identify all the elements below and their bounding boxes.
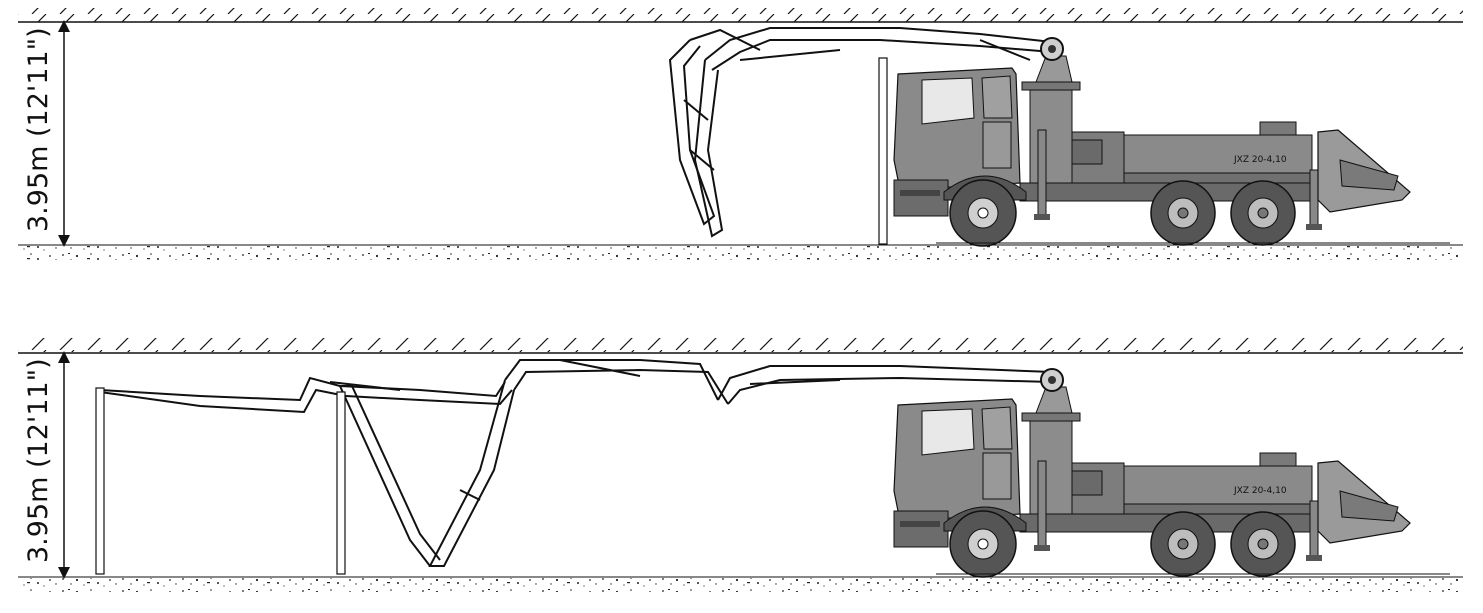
boom-folded [668, 27, 1053, 238]
truck-model-label: JXZ 20-4,10 [1233, 486, 1287, 496]
outrigger-posts [95, 387, 346, 575]
truck-model-label: JXZ 20-4,10 [1233, 155, 1287, 165]
outrigger-post [878, 57, 888, 245]
ceiling-hatch [18, 338, 1463, 352]
ceiling-hatch [18, 8, 1463, 22]
panel-folded: 3.95m (12'11") JXZ 20-4,10 [18, 8, 1463, 260]
panel-unfolded: 3.95m (12'11") JXZ 20-4,10 [18, 338, 1463, 592]
ground-texture [18, 246, 1463, 260]
height-dimension-label: 3.95m (12'11") [23, 27, 54, 232]
concrete-pump-truck [893, 37, 1451, 247]
concrete-pump-truck [893, 368, 1451, 578]
boom-unfolded [99, 359, 1053, 567]
ground-texture [18, 578, 1463, 592]
height-dimension-label: 3.95m (12'11") [23, 358, 54, 563]
